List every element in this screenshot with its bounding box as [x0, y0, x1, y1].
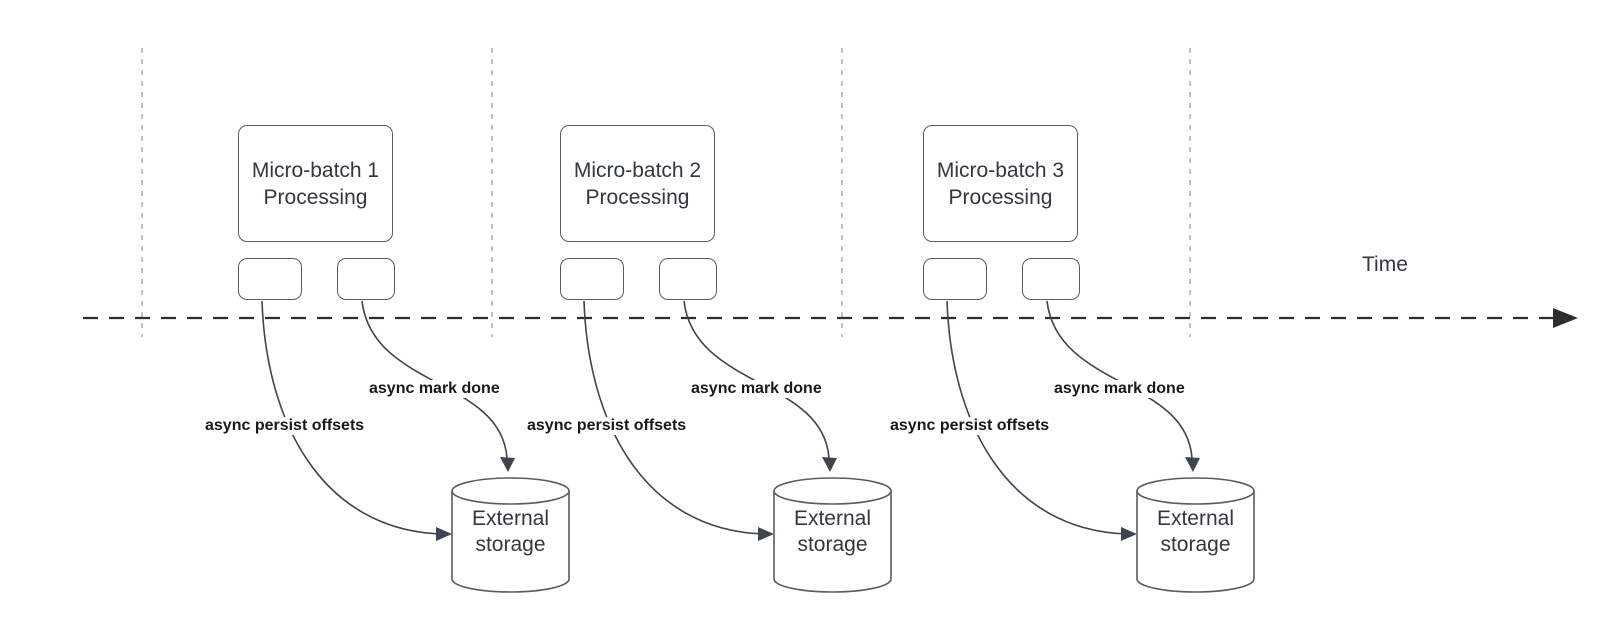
- mark-done-label: async mark done: [1051, 380, 1188, 398]
- time-axis-arrow-icon: [1553, 308, 1578, 328]
- processing-box: Micro-batch 1 Processing: [238, 125, 393, 242]
- time-label: Time: [1362, 253, 1408, 276]
- external-storage-label: External storage: [793, 507, 872, 556]
- external-storage-label: External storage: [1156, 507, 1235, 556]
- done-arrowhead-icon: [1185, 457, 1200, 472]
- mark-done-task-box: [337, 258, 395, 300]
- mark-done-task-box: [659, 258, 717, 300]
- mark-done-label: async mark done: [688, 380, 825, 398]
- processing-box: Micro-batch 2 Processing: [560, 125, 715, 242]
- mark-done-label: async mark done: [366, 380, 503, 398]
- persist-arrowhead-icon: [1121, 527, 1137, 541]
- persist-offsets-task-box: [238, 258, 302, 300]
- cylinder-top: [1136, 477, 1255, 505]
- cylinder-top: [773, 477, 892, 505]
- persist-offsets-task-box: [560, 258, 624, 300]
- persist-offsets-task-box: [923, 258, 987, 300]
- processing-box: Micro-batch 3 Processing: [923, 125, 1078, 242]
- mark-done-task-box: [1022, 258, 1080, 300]
- persist-offsets-label: async persist offsets: [524, 417, 690, 435]
- cylinder-top: [451, 477, 570, 505]
- persist-arrowhead-icon: [758, 527, 774, 541]
- persist-offsets-label: async persist offsets: [887, 417, 1053, 435]
- external-storage-label: External storage: [471, 507, 550, 556]
- done-arrowhead-icon: [822, 457, 837, 472]
- persist-arrowhead-icon: [436, 527, 452, 541]
- persist-offsets-label: async persist offsets: [202, 417, 368, 435]
- done-arrowhead-icon: [500, 457, 515, 472]
